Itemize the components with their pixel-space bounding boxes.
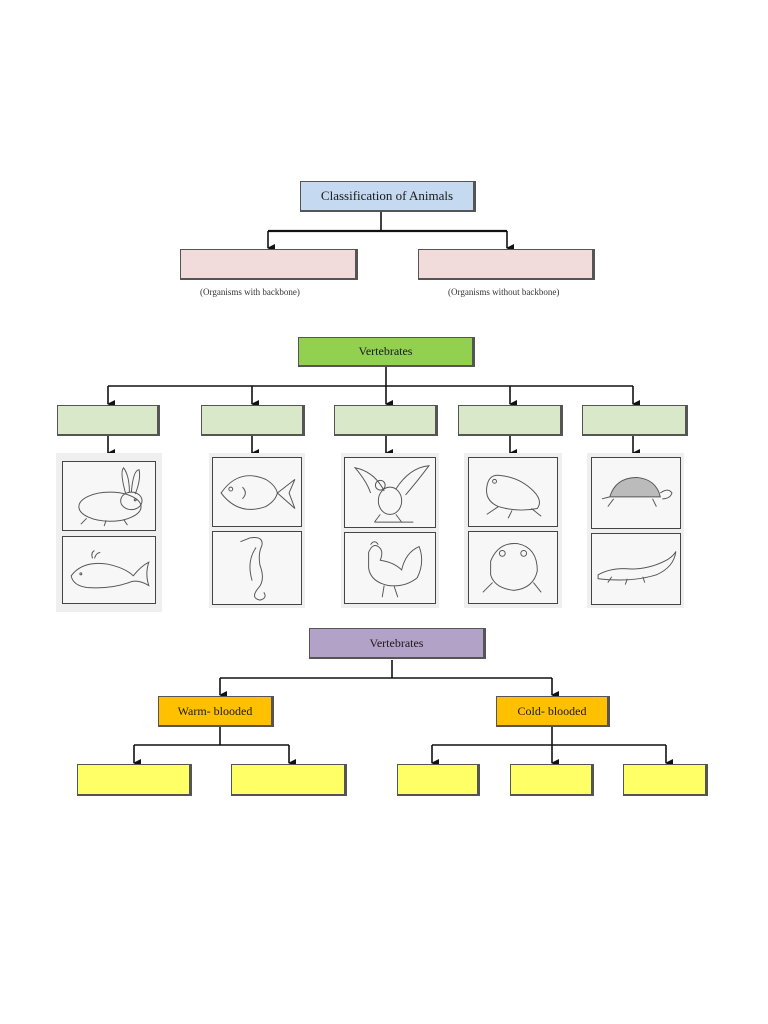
whale-picture [62,536,156,604]
warm-blooded-box: Warm- blooded [158,696,274,727]
mammal-picture-panel [56,453,162,612]
class-blank-box-3 [334,405,438,436]
invertebrates-blank-box [418,249,595,280]
vertebrates-blank-box [180,249,358,280]
warm-blooded-label: Warm- blooded [177,703,253,718]
reptile-picture-panel [587,453,684,608]
without-backbone-caption: (Organisms without backbone) [448,287,560,297]
with-backbone-caption: (Organisms with backbone) [200,287,300,297]
vertebrates-header-box: Vertebrates [298,337,475,367]
cold-blooded-box: Cold- blooded [496,696,610,727]
amphibian-picture-panel [464,453,562,608]
fish-picture [212,457,302,527]
fish-picture-panel [209,453,305,608]
rooster-picture [344,532,436,604]
vertebrates-header: Vertebrates [358,344,413,358]
frog-picture [468,457,558,527]
vertebrates-header-2: Vertebrates [369,635,424,650]
turtle-picture [591,457,681,529]
rabbit-picture [62,461,156,531]
cold-blank-box-2 [510,764,594,796]
toad-picture [468,531,558,604]
warm-blank-box-2 [231,764,347,796]
eagle-picture [344,457,436,528]
classification-title: Classification of Animals [320,188,454,203]
vertebrates-header-box-2: Vertebrates [309,628,486,659]
cold-blank-box-1 [397,764,480,796]
class-blank-box-2 [201,405,305,436]
bird-picture-panel [341,453,439,608]
seahorse-picture [212,531,302,605]
cold-blank-box-3 [623,764,708,796]
classification-title-box: Classification of Animals [300,181,476,212]
crocodile-picture [591,533,681,605]
cold-blooded-label: Cold- blooded [517,703,587,718]
class-blank-box-5 [582,405,688,436]
warm-blank-box-1 [77,764,192,796]
class-blank-box-1 [57,405,160,436]
class-blank-box-4 [458,405,563,436]
